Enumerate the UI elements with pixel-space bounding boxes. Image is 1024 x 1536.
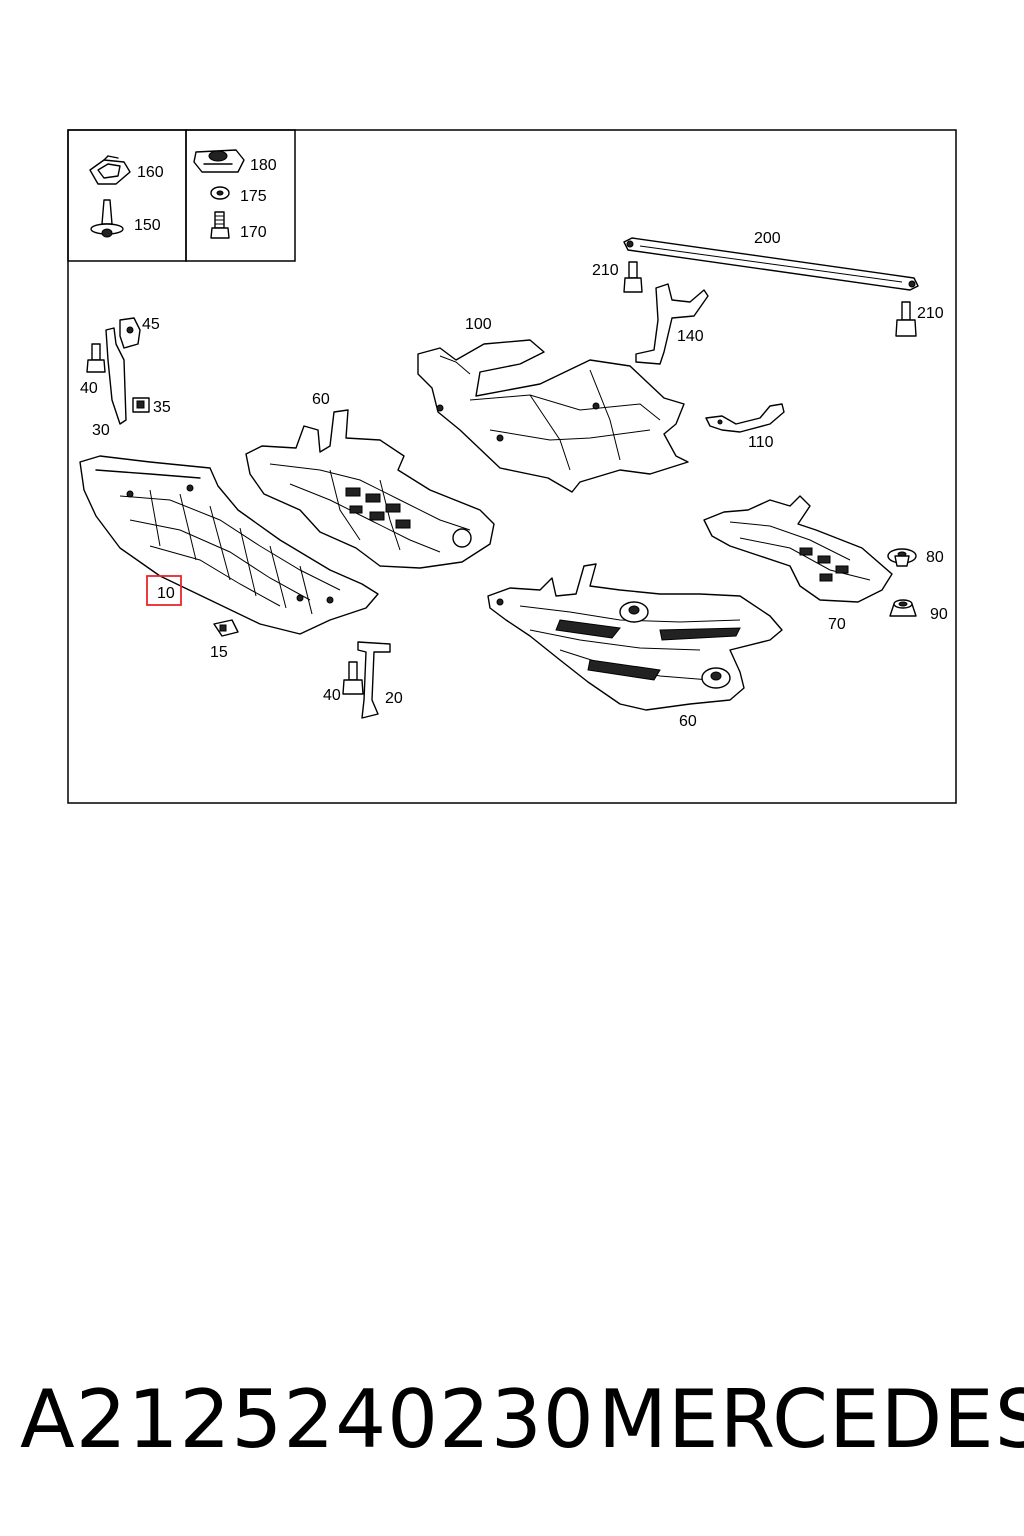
callout-20: 20 [385, 690, 403, 707]
underbody-panel-60-upper-part [245, 409, 495, 569]
callout-90: 90 [930, 606, 948, 623]
callout-30: 30 [92, 422, 110, 439]
screw-icon [210, 211, 230, 239]
callout-10-highlight[interactable] [146, 575, 182, 606]
underbody-panel-70-part [703, 495, 893, 603]
bracket-140-part [635, 283, 709, 365]
clip-icon [132, 397, 150, 413]
callout-100: 100 [465, 316, 492, 333]
callout-70: 70 [828, 616, 846, 633]
bolt-icon [342, 661, 364, 695]
engine-cover-100-part [417, 339, 689, 493]
callout-110: 110 [748, 434, 774, 451]
callout-15: 15 [210, 644, 228, 661]
clip-icon [213, 619, 239, 637]
bracket-110-part [705, 403, 785, 433]
legend-label-160: 160 [137, 164, 164, 181]
legend-label-175: 175 [240, 188, 267, 205]
clip-nut-icon [89, 155, 131, 185]
diagram-frame [67, 129, 957, 804]
callout-40-upper: 40 [80, 380, 98, 397]
legend-label-180: 180 [250, 157, 277, 174]
brand-name: MERCEDES [598, 1373, 1024, 1466]
callout-140: 140 [677, 328, 704, 345]
legend-label-150: 150 [134, 217, 161, 234]
rivet-icon [90, 199, 124, 238]
callout-10[interactable]: 10 [157, 585, 175, 602]
callout-210-right: 210 [917, 305, 944, 322]
bolt-icon [623, 261, 643, 293]
legend-box-1 [67, 129, 187, 262]
fastener-legend: 160 150 180 175 170 [67, 129, 296, 262]
callout-45: 45 [142, 316, 160, 333]
callout-35: 35 [153, 399, 171, 416]
underbody-panel-60-lower-part [487, 563, 783, 711]
legend-box-2 [185, 129, 296, 262]
bolt-icon [895, 301, 917, 337]
bracket-30-part [105, 317, 141, 425]
grommet-icon [887, 548, 917, 567]
cross-strut-part [623, 237, 919, 291]
callout-60-lower: 60 [679, 713, 697, 730]
callout-40-lower: 40 [323, 687, 341, 704]
callout-80: 80 [926, 549, 944, 566]
cage-nut-icon [193, 149, 245, 173]
callout-60-upper: 60 [312, 391, 330, 408]
front-undertray-10-part [79, 455, 379, 635]
legend-label-170: 170 [240, 224, 267, 241]
nut-icon [889, 599, 917, 617]
part-number: A2125240230 [20, 1373, 595, 1466]
washer-icon [210, 186, 230, 200]
bolt-icon [86, 343, 106, 373]
callout-210-left: 210 [592, 262, 619, 279]
callout-200: 200 [754, 230, 781, 247]
bracket-20-part [357, 641, 391, 719]
